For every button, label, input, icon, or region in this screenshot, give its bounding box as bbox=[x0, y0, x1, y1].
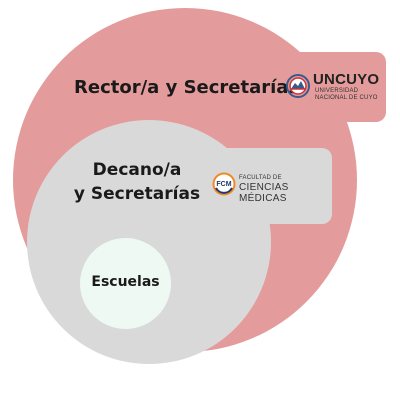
uncuyo-subtitle-line2: NACIONAL DE CUYO bbox=[315, 95, 378, 101]
decano-label-line1: Decano/a bbox=[92, 160, 182, 180]
uncuyo-subtitle-line1: UNIVERSIDAD bbox=[315, 88, 359, 94]
fcm-logo: FCM FACULTAD DE CIENCIAS MÉDICAS bbox=[212, 172, 330, 204]
fcm-line1: FACULTAD DE bbox=[239, 175, 282, 181]
fcm-badge-icon: FCM bbox=[212, 172, 236, 196]
escuelas-label: Escuelas bbox=[91, 274, 160, 290]
uncuyo-name: UNCUYO bbox=[313, 71, 380, 88]
decano-label-line2: y Secretarías bbox=[73, 184, 201, 204]
escuelas-level-circle bbox=[80, 238, 171, 329]
fcm-line2: CIENCIAS MÉDICAS bbox=[239, 182, 289, 204]
uncuyo-subtitle: UNIVERSIDAD NACIONAL DE CUYO bbox=[315, 88, 378, 102]
decano-label: Decano/a y Secretarías bbox=[62, 158, 212, 206]
fcm-badge-text: FCM bbox=[216, 181, 231, 188]
rector-label: Rector/a y Secretarías bbox=[74, 77, 300, 98]
uncuyo-logo: UNCUYO UNIVERSIDAD NACIONAL DE CUYO bbox=[285, 72, 383, 104]
uncuyo-seal-icon bbox=[286, 74, 310, 98]
